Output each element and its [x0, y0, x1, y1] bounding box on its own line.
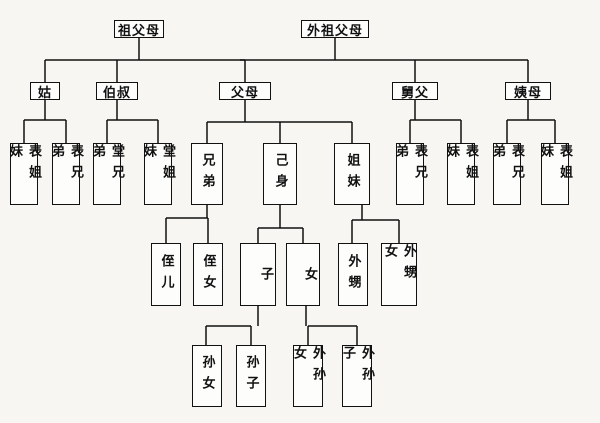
node-yi-cousin-male: 表兄弟 — [490, 143, 524, 205]
node-niece: 侄女 — [193, 243, 223, 306]
node-gu-cousin-female: 表姐妹 — [7, 143, 41, 205]
node-parents: 父母 — [219, 82, 271, 101]
node-self: 己身 — [263, 143, 297, 205]
node-aunt-maternal: 姨母 — [505, 82, 551, 101]
node-yi-cousin-female: 表姐妹 — [538, 143, 572, 205]
connector-grandparents — [44, 38, 246, 82]
connector-aunt-paternal — [23, 100, 67, 143]
connector-brothers — [165, 205, 209, 243]
node-uncles-paternal: 伯叔 — [96, 82, 138, 101]
node-daughter-grandson: 外孙子 — [340, 345, 374, 407]
connector-self — [257, 205, 304, 243]
node-tang-cousin-female: 堂姐妹 — [141, 143, 175, 205]
connector-son — [205, 306, 259, 345]
node-grandson: 孙子 — [236, 345, 266, 407]
connector-aunt-maternal — [506, 100, 556, 143]
node-daughter-granddaughter: 外孙女 — [291, 345, 325, 407]
node-daughter: 女 — [286, 243, 320, 306]
node-granddaughter: 孙女 — [192, 345, 222, 407]
node-nephew: 侄儿 — [151, 243, 181, 306]
node-aunt-paternal: 姑 — [30, 82, 60, 101]
node-sister-daughter: 外甥女 — [381, 243, 417, 306]
connector-uncles-paternal — [106, 100, 159, 143]
node-brothers: 兄弟 — [191, 143, 223, 205]
node-sisters: 姐妹 — [334, 143, 370, 205]
connector-daughter — [305, 306, 358, 345]
connector-parents — [206, 100, 353, 143]
node-sister-son: 外甥 — [338, 243, 368, 306]
node-tang-cousin-male: 堂兄弟 — [90, 143, 124, 205]
connector-sisters — [351, 205, 400, 243]
node-maternal-grandparents: 外祖父母 — [301, 20, 369, 39]
node-jiu-cousin-female: 表姐妹 — [444, 143, 478, 205]
node-grandparents: 祖父母 — [114, 20, 164, 39]
node-gu-cousin-male: 表兄弟 — [49, 143, 83, 205]
node-jiu-cousin-male: 表兄弟 — [393, 143, 427, 205]
connector-maternal-grandparents — [240, 38, 529, 82]
node-son: 子 — [240, 243, 276, 306]
connector-uncle-maternal — [409, 100, 462, 143]
node-uncle-maternal: 舅父 — [392, 82, 438, 101]
